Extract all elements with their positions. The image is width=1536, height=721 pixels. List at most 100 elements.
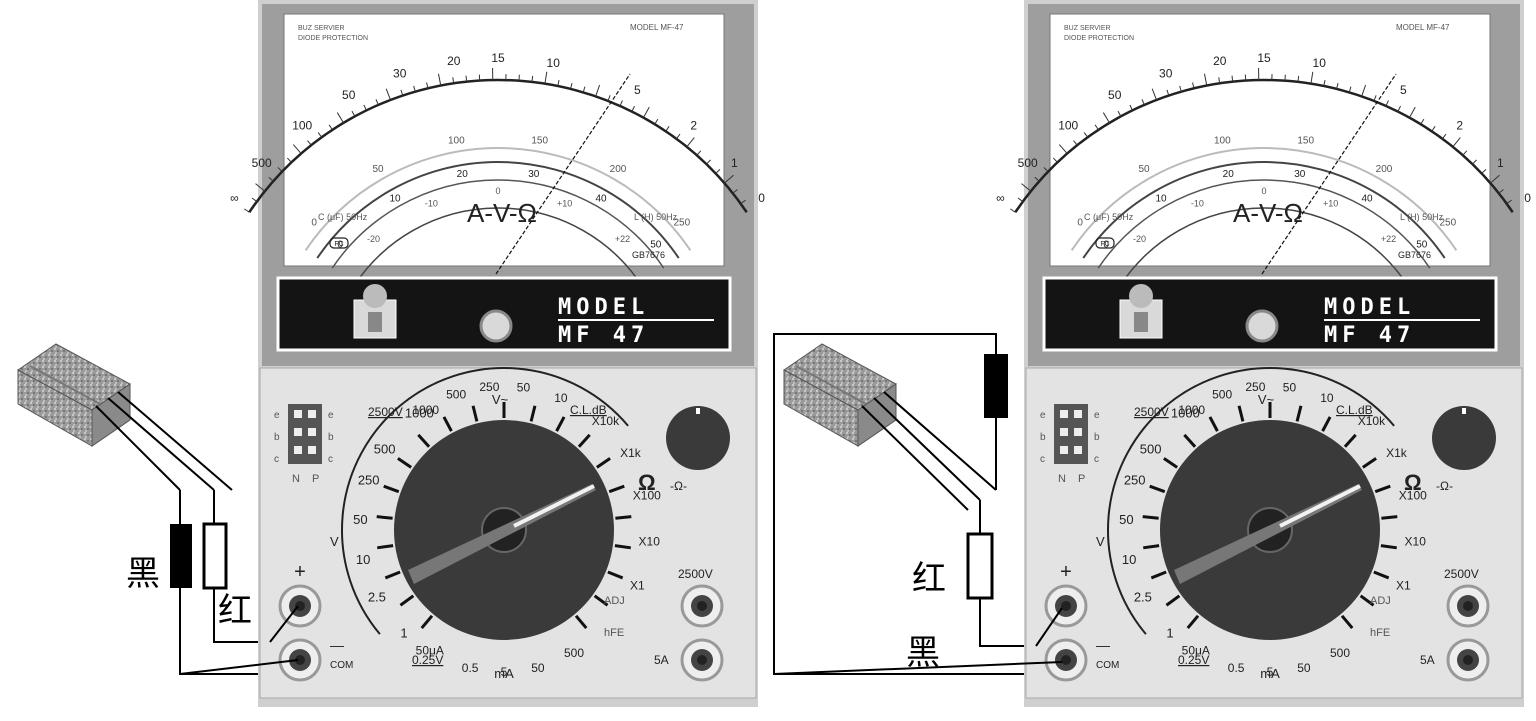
range-025v-label[interactable]: 0.25V [1178,653,1209,667]
db-scale-arc [331,179,665,269]
plus-jack[interactable] [1044,584,1088,628]
range-2500v-label[interactable]: 2500V [368,405,403,419]
dcv-range-label[interactable]: 1 [1166,626,1173,641]
acv-range-label[interactable]: 50 [517,380,531,394]
ohm-scale-tick [643,106,650,118]
ma-unit-label: mA [494,666,514,681]
jack-5a[interactable] [1446,638,1490,682]
ohm-range-label[interactable]: X10 [639,534,661,548]
range-tick [376,515,393,520]
zero-adjust-screw[interactable] [479,309,513,343]
dcv-range-label[interactable]: 1 [400,626,407,641]
ohm-scale-tick [437,73,442,86]
ohm-adjust-knob[interactable] [1432,406,1496,470]
acv-range-label[interactable]: 250 [1245,380,1265,394]
ohm-scale-tick [1021,183,1032,192]
acv-range-label[interactable]: 1000 [1178,403,1205,417]
ohm-range-label[interactable]: X100 [633,489,661,503]
ohm-adjust-knob[interactable] [666,406,730,470]
ma-range-label[interactable]: 50 [1297,661,1311,675]
dcv-range-label[interactable]: 50 [353,512,367,527]
ma-range-label[interactable]: 0.5 [1228,661,1245,675]
dcv-range-label[interactable]: 10 [356,552,370,567]
com-jack[interactable] [1044,638,1088,682]
adj-label: ADJ [1370,595,1391,607]
dcv-range-label[interactable]: 1000 [405,406,434,421]
lead-left-1 [95,405,181,491]
ohm-scale-tick [1053,157,1058,163]
acv-range-label[interactable]: 10 [1320,391,1334,405]
ohm-scale-tick [292,144,302,154]
com-jack[interactable] [278,638,322,682]
acv-unit-label: V~ [492,392,509,407]
acv-range-label[interactable]: 500 [1212,387,1232,401]
ohm-range-label[interactable]: X1 [630,578,645,592]
db-scale-label: -10 [425,198,438,208]
ohm-scale-tick [1498,189,1504,194]
ohm-scale-tick [531,75,534,82]
hfe-socket[interactable] [1054,404,1088,464]
ma-range-label[interactable]: 5 [501,665,508,679]
ohm-range-label[interactable]: X100 [1399,489,1427,503]
ohm-range-label[interactable]: X1 [1396,578,1411,592]
dcv-range-label[interactable]: 50 [1119,512,1133,527]
db-scale-label: -20 [367,234,380,244]
acv-range-label[interactable]: 1000 [412,403,439,417]
dcv-range-label[interactable]: 500 [374,441,396,456]
zero-adjust-screw[interactable] [1245,309,1279,343]
acv-range-label[interactable]: 500 [446,387,466,401]
range-tick [442,416,453,432]
hfe-socket[interactable] [288,404,322,464]
dcv-range-label[interactable]: 1000 [1171,406,1200,421]
ma-range-label[interactable]: 50μA [416,644,444,658]
jack-2500v[interactable] [680,584,724,628]
range-tick [1343,433,1357,448]
range-2500v-label[interactable]: 2500V [1134,405,1169,419]
range-tick [1295,405,1303,422]
dcv-range-label[interactable]: 2.5 [1134,590,1152,605]
dcv-range-label[interactable]: 2.5 [368,590,386,605]
socket-letter: N [1058,473,1066,485]
acv-scale-label: 30 [1294,169,1306,180]
ma-range-label[interactable]: 50 [531,661,545,675]
dcv-range-label[interactable]: 250 [1124,473,1146,488]
ohm-range-label[interactable]: X1k [1386,446,1408,460]
ohm-scale-tick [715,169,721,174]
socket-letter: e [1040,410,1046,421]
ohm-scale-tick [244,208,250,213]
brand-series-text: MF 47 [1324,323,1415,348]
ma-range-label[interactable]: 0.5 [462,661,479,675]
lead-left-3 [117,391,233,491]
ohm-scale-label: ∞ [230,191,239,205]
plus-label: + [294,561,306,583]
ma-range-label[interactable]: 500 [1330,646,1350,660]
range-025v-label[interactable]: 0.25V [412,653,443,667]
socket-letter: e [274,410,280,421]
acv-range-label[interactable]: 10 [554,391,568,405]
jack-5a[interactable] [680,638,724,682]
ohm-scale-tick [1166,89,1170,96]
acv-range-label[interactable]: 50 [1283,380,1297,394]
acv-range-label[interactable]: 250 [479,380,499,394]
ma-range-label[interactable]: 50μA [1182,644,1210,658]
ohm-scale-label: 5 [1400,83,1407,97]
dcv-range-label[interactable]: 250 [358,473,380,488]
dcv-range-label[interactable]: 10 [1122,552,1136,567]
dcv-scale-label: 200 [610,164,627,175]
ohm-scale-tick [1218,77,1221,84]
ohm-range-label[interactable]: X10k [592,414,620,428]
ma-range-label[interactable]: 5 [1267,665,1274,679]
jack-2500v[interactable] [1446,584,1490,628]
ohm-range-label[interactable]: X1k [620,446,642,460]
dcv-range-label[interactable]: 500 [1140,441,1162,456]
ohm-scale-tick [1141,99,1145,106]
ohm-scale-tick [452,77,455,84]
ohm-scale-tick [1179,85,1182,92]
ohm-range-label[interactable]: X10k [1358,414,1386,428]
ohm-range-label[interactable]: X10 [1405,534,1427,548]
ma-range-label[interactable]: 500 [564,646,584,660]
